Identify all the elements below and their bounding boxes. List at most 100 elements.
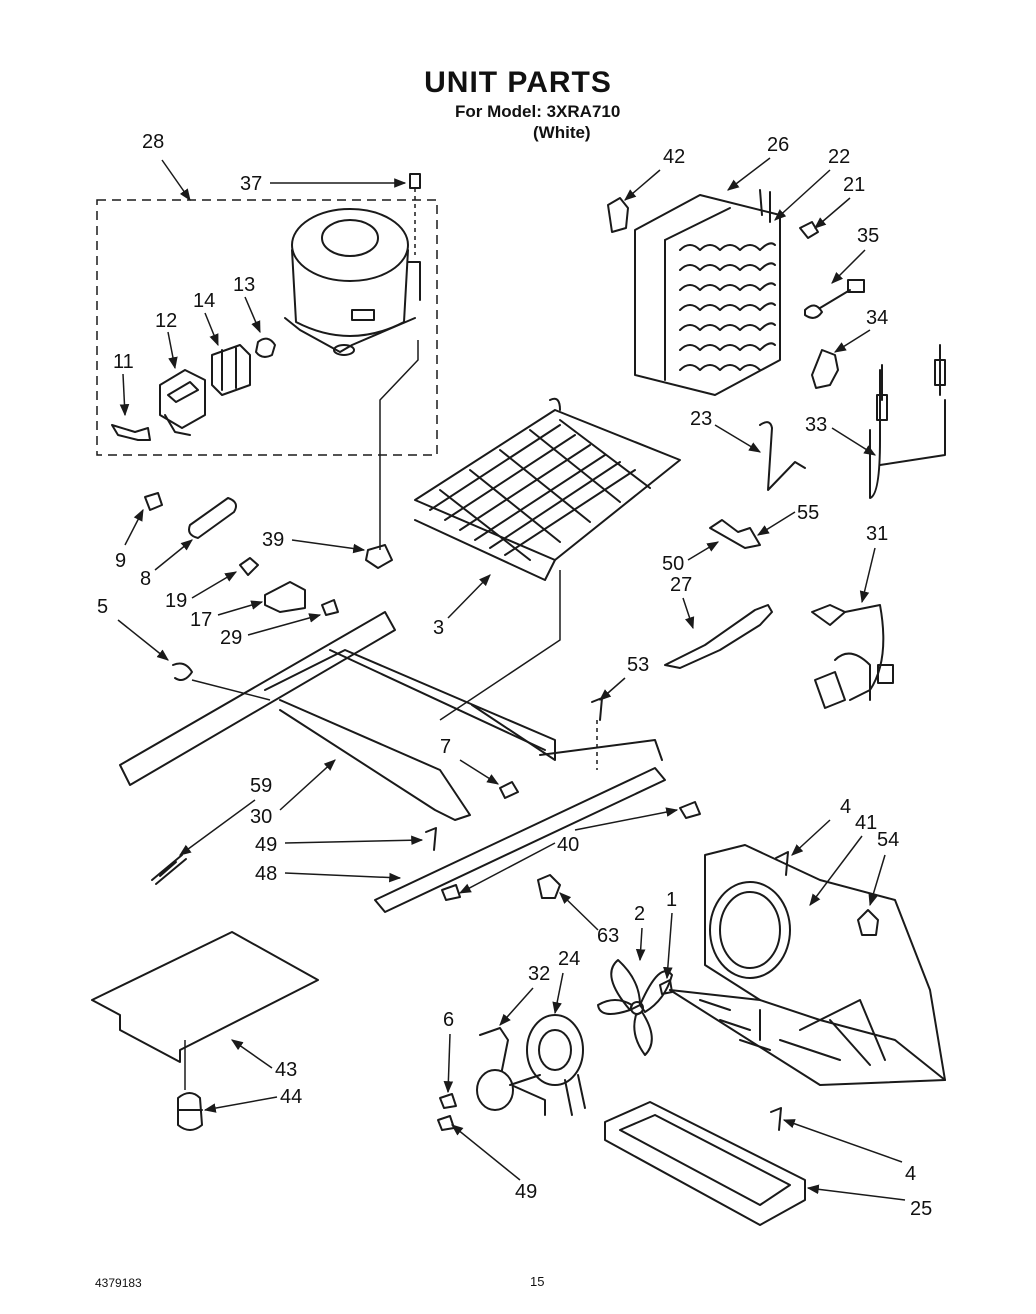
callout-50: 50 [662,553,684,575]
fan-blade [597,959,673,1056]
callout-59: 59 [250,775,272,797]
screw [441,884,461,901]
defrost-timer [664,604,773,669]
page-title: UNIT PARTS [424,66,612,99]
unit-frame [119,611,556,821]
color-label: (White) [533,123,591,142]
callout-12: 12 [155,310,177,332]
callout-19: 19 [165,590,187,612]
condenser-coil [414,397,681,581]
callout-9: 9 [115,550,126,572]
evaporator-coil [634,189,781,396]
callout-24: 24 [558,948,580,970]
connector [239,557,259,576]
callout-3: 3 [433,617,444,639]
callout-63: 63 [597,925,619,947]
screw [775,851,789,876]
callout-28: 28 [142,131,164,153]
defrost-heater [869,344,946,499]
screw [770,1107,782,1131]
callout-35: 35 [857,225,879,247]
callout-37: 37 [240,173,262,195]
callout-32: 32 [528,963,550,985]
nut [537,874,561,899]
wiring-harness [811,604,894,709]
page-number: 15 [530,1274,545,1289]
bracket [499,781,519,799]
wire-clip [111,424,151,441]
callout-21: 21 [843,174,865,196]
motor-bracket [476,1027,546,1116]
thermostat-bracket [709,519,761,549]
callout-43: 43 [275,1059,297,1081]
callout-13: 13 [233,274,255,296]
callout-4-top: 4 [840,796,851,818]
callout-49-top: 49 [255,834,277,856]
screw [679,801,701,819]
defrost-thermistor [804,279,865,319]
callout-4-bottom: 4 [905,1163,916,1185]
callout-22: 22 [828,146,850,168]
clip [172,662,193,681]
screw [425,827,437,851]
screw [591,697,603,721]
callout-54: 54 [877,829,899,851]
compressor-bolt [409,173,421,255]
access-cover [91,931,319,1063]
screw [799,221,819,239]
callout-27: 27 [670,574,692,596]
callout-44: 44 [280,1086,302,1108]
fan-bracket [669,844,946,1086]
screw [437,1115,455,1131]
capacitor [264,581,306,613]
callout-40: 40 [557,834,579,856]
fan-retainer [659,979,673,995]
callout-1: 1 [666,889,677,911]
drain-pan [604,1101,806,1226]
callout-55: 55 [797,502,819,524]
callout-34: 34 [866,307,888,329]
compressor-assembly-group [96,173,438,456]
thermistor-clip [811,349,839,389]
callout-labels: 28 37 12 14 13 11 42 26 22 21 35 34 23 3… [97,131,932,1220]
callout-39: 39 [262,529,284,551]
callout-30: 30 [250,806,272,828]
callout-25: 25 [910,1198,932,1220]
leveling-foot [177,1092,203,1131]
document-number: 4379183 [95,1276,142,1290]
callout-14: 14 [193,290,215,312]
start-relay [159,369,206,436]
terminal-cover-clip [255,337,276,358]
overload-protector [211,344,251,396]
callout-29: 29 [220,627,242,649]
compressor [284,208,421,356]
callout-41: 41 [855,812,877,834]
callout-7: 7 [440,736,451,758]
callout-48: 48 [255,863,277,885]
callout-31: 31 [866,523,888,545]
callout-33: 33 [805,414,827,436]
grommet [857,909,879,936]
callout-49-bottom: 49 [515,1181,537,1203]
screw [321,599,339,616]
evaporator-clip [607,197,629,233]
callout-23: 23 [690,408,712,430]
front-rail [374,739,666,913]
callout-42: 42 [663,146,685,168]
plug [144,492,163,511]
spring [151,854,187,885]
callout-53: 53 [627,654,649,676]
callout-5: 5 [97,596,108,618]
callout-6: 6 [443,1009,454,1031]
callout-17: 17 [190,609,212,631]
drain-tube [188,497,237,539]
grommet [365,544,393,569]
callout-11: 11 [113,351,134,373]
model-label: For Model: 3XRA710 [455,102,621,121]
wire-spring [759,421,806,491]
callout-8: 8 [140,568,151,590]
screw [439,1093,457,1109]
callout-2: 2 [634,903,645,925]
callout-26: 26 [767,134,789,156]
